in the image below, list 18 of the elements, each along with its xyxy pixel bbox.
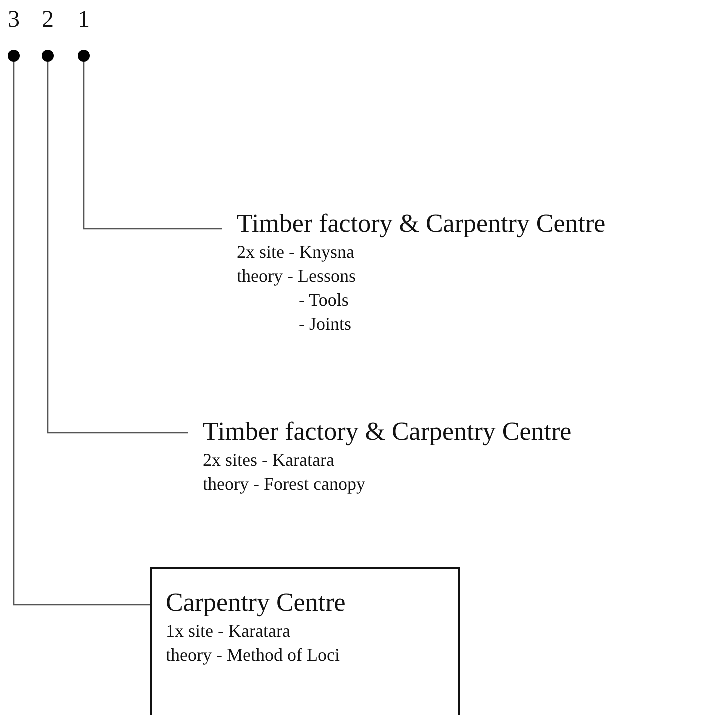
- phase-heading: Timber factory & Carpentry Centre: [237, 208, 606, 240]
- leader-line: [13, 62, 150, 606]
- phase-detail: - Tools: [299, 289, 349, 312]
- phase-detail: theory - Forest canopy: [203, 473, 366, 496]
- leader-line: [83, 62, 222, 230]
- phase-detail: theory - Method of Loci: [166, 644, 340, 667]
- phase-detail: 2x site - Knysna: [237, 241, 354, 264]
- step-number: 1: [77, 6, 91, 34]
- phase-detail: 2x sites - Karatara: [203, 449, 334, 472]
- phase-detail: - Joints: [299, 313, 352, 336]
- leader-line: [47, 62, 188, 434]
- phase-detail: 1x site - Karatara: [166, 620, 290, 643]
- phase-detail: theory - Lessons: [237, 265, 356, 288]
- phase-box: [150, 567, 460, 715]
- step-number: 2: [41, 6, 55, 34]
- phase-heading: Carpentry Centre: [166, 587, 346, 619]
- step-number: 3: [7, 6, 21, 34]
- phase-heading: Timber factory & Carpentry Centre: [203, 416, 572, 448]
